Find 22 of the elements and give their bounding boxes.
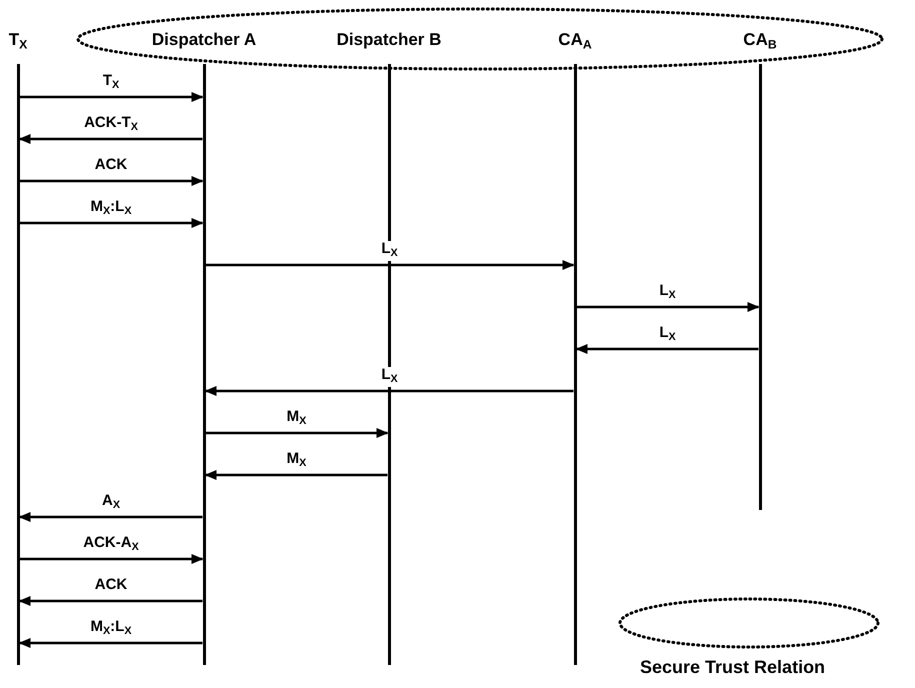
arrow <box>20 218 204 228</box>
arrow <box>18 512 202 522</box>
arrow <box>18 596 202 606</box>
message-label: L$_{X}$ <box>379 367 400 388</box>
arrow <box>204 386 574 396</box>
arrow <box>20 92 204 102</box>
legend-label: Secure Trust Relation <box>640 657 826 678</box>
participant-label: CA$_{B}$ <box>742 30 778 52</box>
arrow <box>576 302 760 312</box>
arrow <box>20 176 204 186</box>
arrow <box>206 260 574 270</box>
participant-label: Dispatcher A <box>150 30 258 50</box>
participant-label: CA$_{A}$ <box>557 30 593 52</box>
arrow <box>576 344 758 354</box>
arrow <box>18 134 202 144</box>
participant-label: T$_{X}$ <box>8 30 28 52</box>
arrow <box>206 428 388 438</box>
arrow <box>18 638 202 648</box>
arrow <box>20 554 204 564</box>
message-label: L$_{X}$ <box>379 241 400 262</box>
participant-label: Dispatcher B <box>336 30 442 50</box>
arrow <box>204 470 388 480</box>
